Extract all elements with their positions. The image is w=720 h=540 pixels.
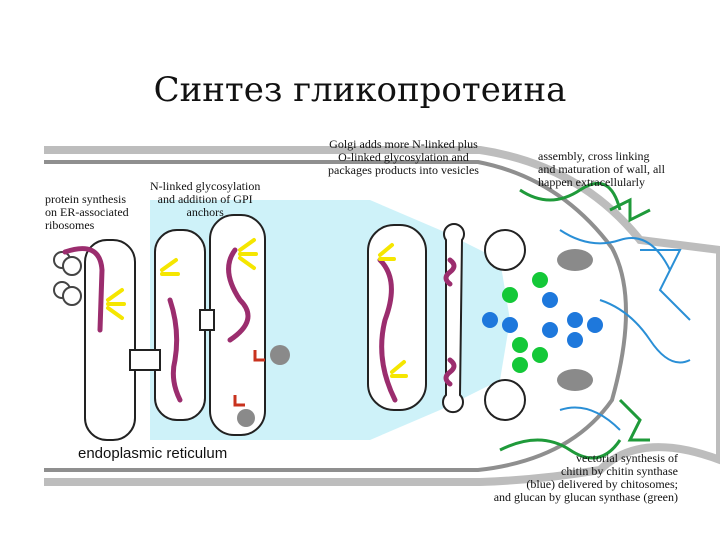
- glucan-vesicles: [502, 272, 548, 373]
- gpi-anchors: [233, 350, 265, 407]
- sugar-chains: [106, 238, 408, 378]
- endoplasmic-reticulum: [84, 214, 266, 441]
- chitosomes: [482, 292, 603, 348]
- glucan-fibres: [499, 181, 651, 460]
- label-golgi: Golgi adds more N-linked plus O-linked g…: [328, 137, 479, 177]
- label-n-linked-glycosylation: N-linked glycosylation and addition of G…: [150, 179, 261, 219]
- golgi-vesicles: [484, 229, 526, 421]
- page-title: Синтез гликопротеина: [153, 70, 567, 110]
- membrane-proteins: [237, 249, 593, 427]
- protein-chains: [62, 246, 457, 403]
- chitin-fibres: [559, 229, 691, 431]
- ribosomes: [53, 251, 82, 306]
- label-assembly: assembly, cross linking and maturation o…: [538, 149, 665, 189]
- label-endoplasmic-reticulum: endoplasmic reticulum: [78, 445, 228, 462]
- cell-wall: [44, 146, 720, 486]
- label-vectorial-synthesis: vectorial synthesis of chitin by chitin …: [493, 451, 678, 504]
- label-protein-synthesis: protein synthesis on ER-associated ribos…: [45, 192, 129, 232]
